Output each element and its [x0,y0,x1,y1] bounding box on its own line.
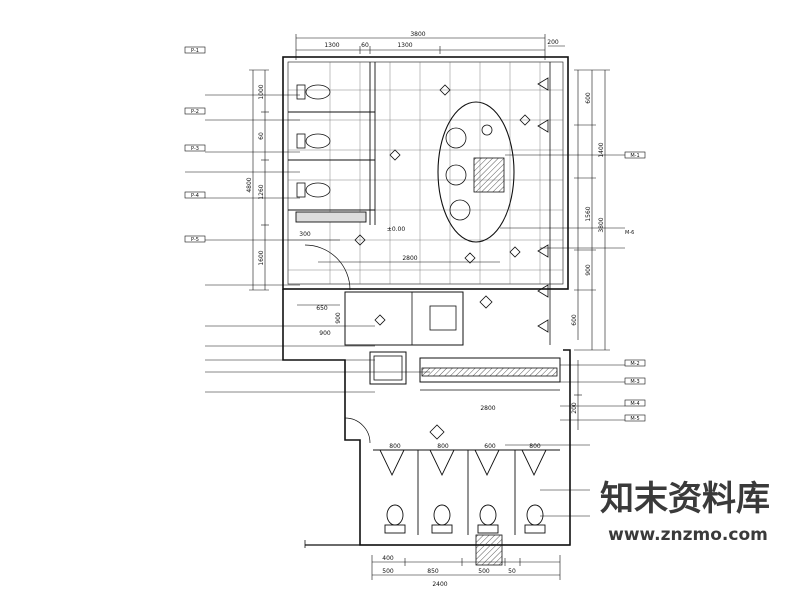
callout-right-2: M-2 [630,361,639,367]
callout-right-6: M-6 [625,230,634,236]
dim-right-e: 900 [585,264,592,276]
dim-door: 900 [319,330,331,337]
callout-left-5: P-5 [191,237,199,243]
dim-stall-d: 800 [529,443,541,450]
oval-vanity [437,101,515,243]
callout-right-5: M-5 [630,416,639,422]
bottom-stalls [373,449,560,535]
dim-left-total: 4800 [246,177,253,192]
urinal-icon [537,77,549,333]
dim-right-g: 200 [571,402,578,414]
callout-right-3: M-3 [630,379,639,385]
dim-right-c: 1560 [585,206,592,221]
callout-tag [184,46,646,422]
callout-right-1: M-1 [630,153,639,159]
dim-stall-b: 800 [437,443,449,450]
dim-right-f: 600 [571,314,578,326]
floor-drain-icon [354,84,531,440]
dim-bottom-seg-e: 50 [508,568,516,575]
dim-bottom-seg-d: 500 [478,568,490,575]
dim-bottom-seg-c: 850 [427,568,439,575]
dim-bottom-total: 2400 [432,581,447,588]
watermark-brand: 知末资料库 [600,479,770,519]
room-level-label: ±0.00 [387,226,406,233]
dim-left-c: 1260 [258,184,265,199]
dim-top-seg-b: 60 [361,42,369,49]
dim-bottom-seg-b: 500 [382,568,394,575]
dim-top-overall: 3800 [410,31,425,38]
dim-top-seg-c: 1300 [397,42,412,49]
counter [419,357,561,383]
dim-left-bot-b: 900 [335,312,342,324]
door-swing [304,244,351,291]
callout-right-4: M-4 [630,401,639,407]
dim-corridor: 2800 [402,255,417,262]
dim-left-d: 1600 [258,250,265,265]
outer-wall [282,56,569,290]
left-stalls [288,62,376,225]
dim-left-b: 60 [258,132,265,140]
dim-left-a: 1000 [258,84,265,99]
dim-small: 300 [299,231,311,238]
callout-left-3: P-3 [191,146,199,152]
dim-stall-a: 800 [389,443,401,450]
callout-left-4: P-4 [191,193,199,199]
dim-stall-c: 600 [484,443,496,450]
dim-right-d: 3800 [598,217,605,232]
dim-left-bot-a: 650 [316,305,328,312]
callout-left-2: P-2 [191,109,199,115]
dim-top-seg-end: 200 [547,39,559,46]
dim-top-seg-a: 1300 [324,42,339,49]
watermark-url: www.znzmo.com [608,525,768,545]
dim-counter: 2800 [480,405,495,412]
toilet-icon [296,84,331,198]
dim-right-a: 600 [585,92,592,104]
callout-left-1: P-1 [191,48,199,54]
lower-annex-wall [282,289,571,546]
dim-right-b: 1400 [598,142,605,157]
dim-bottom-seg-a: 400 [382,555,394,562]
accessible-room [344,291,464,346]
